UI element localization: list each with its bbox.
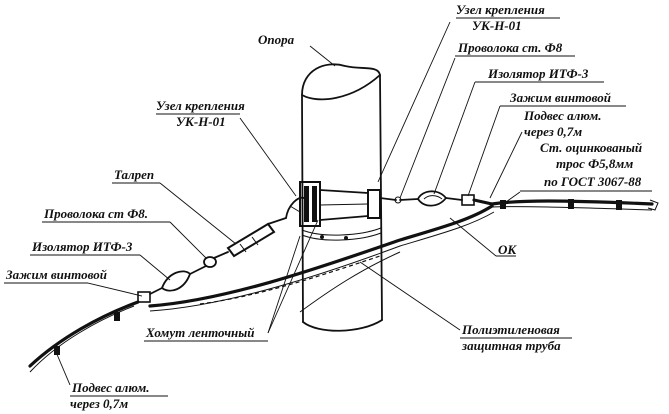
- strap-clamp: [301, 227, 382, 241]
- label-insulator-left: Изолятор ИТФ-3: [31, 239, 133, 254]
- label-hanger-left-2: через 0,7м: [70, 396, 128, 411]
- label-cable-3: по ГОСТ 3067-88: [544, 174, 642, 189]
- label-wire-right: Проволока ст. Ф8: [457, 40, 563, 55]
- label-clamp-right: Зажим винтовой: [509, 90, 611, 105]
- label-clamp-left: Зажим винтовой: [5, 267, 107, 282]
- label-ok: ОК: [498, 242, 517, 257]
- label-node-right-2: УК-Н-01: [472, 18, 522, 33]
- label-hanger-left-1: Подвес алюм.: [71, 380, 149, 395]
- label-tube-1: Полиэтиленовая: [461, 322, 560, 337]
- label-cable-1: Ст. оцинкованый: [540, 140, 642, 155]
- label-pole: Опора: [258, 32, 295, 47]
- labels: Опора Узел крепления УК-Н-01 Проволока с…: [4, 2, 652, 411]
- label-tube-2: защитная труба: [461, 338, 561, 353]
- label-node-left-2: УК-Н-01: [176, 114, 226, 129]
- label-hanger-right-2: через 0,7м: [524, 124, 582, 139]
- label-strap-clamp: Хомут ленточный: [145, 325, 255, 340]
- protective-tube: [148, 204, 495, 313]
- label-wire-left: Проволока ст Ф8.: [43, 206, 148, 221]
- label-node-right-1: Узел крепления: [456, 2, 545, 17]
- label-cable-2: трос Ф5,8мм: [556, 156, 633, 171]
- label-turnbuckle: Талреп: [114, 167, 154, 182]
- label-hanger-right-1: Подвес алюм.: [523, 108, 601, 123]
- left-assembly: [28, 217, 287, 373]
- mounting-node: [285, 181, 402, 227]
- label-node-left-1: Узел крепления: [156, 98, 245, 113]
- right-assembly: [399, 190, 659, 211]
- leader-lines: [55, 21, 523, 386]
- label-insulator-right: Изолятор ИТФ-3: [487, 66, 589, 81]
